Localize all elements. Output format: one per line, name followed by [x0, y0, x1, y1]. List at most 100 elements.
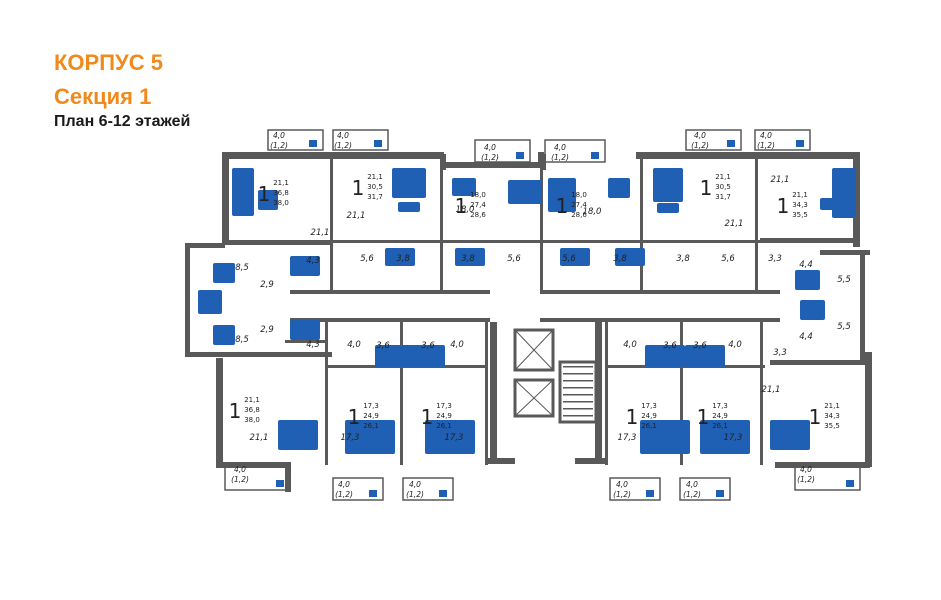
room-area: 4,4	[799, 260, 813, 270]
balcony-outline	[402, 477, 454, 501]
stair-tread	[563, 387, 593, 389]
apartment-area-value: 28,6	[571, 211, 587, 219]
balcony-chair	[374, 140, 382, 147]
room-area: 3,6	[663, 341, 677, 351]
room-area: 4,0	[728, 340, 742, 350]
room-area: 3,6	[693, 341, 707, 351]
room-area: 3,8	[613, 254, 627, 264]
balcony-reduced-area: (1,2)	[334, 141, 352, 150]
room-area: 5,5	[837, 322, 851, 332]
apartment-area-value: 24,9	[712, 412, 728, 420]
apartment-room-count: 1	[348, 405, 361, 429]
apartment-area-value: 21,1	[244, 396, 260, 404]
stair-tread	[563, 408, 593, 410]
balcony-area: 4,0	[616, 480, 628, 489]
balcony-outline	[794, 464, 861, 491]
balcony-area: 4,0	[686, 480, 698, 489]
furniture-block	[795, 270, 820, 290]
apartment-room-count: 1	[352, 176, 365, 200]
balcony-reduced-area: (1,2)	[270, 141, 288, 150]
furniture-block	[425, 420, 475, 454]
balcony-outline	[332, 477, 384, 501]
apartment-area-value: 38,0	[273, 199, 289, 207]
room-area: 3,3	[773, 348, 787, 358]
wall-segment	[222, 352, 332, 357]
stair-tread	[563, 394, 593, 396]
room-area: 4,0	[450, 340, 464, 350]
balcony-area: 4,0	[409, 480, 421, 489]
wall-segment	[440, 168, 443, 292]
room-area: 2,9	[260, 325, 274, 335]
room-area: 18,0	[456, 205, 475, 215]
room-area: 4,0	[347, 340, 361, 350]
balcony-chair	[846, 480, 854, 487]
stair-tread	[563, 373, 593, 375]
balcony-outline	[685, 129, 742, 151]
wall-segment	[575, 458, 605, 464]
apartment-area-value: 24,9	[436, 412, 452, 420]
apartment-area-value: 34,3	[792, 201, 808, 209]
furniture-block	[455, 248, 485, 266]
room-area: 3,6	[376, 341, 390, 351]
wall-segment	[185, 243, 225, 248]
apartment-area-value: 30,5	[715, 183, 731, 191]
furniture-block	[258, 190, 278, 210]
balcony-chair	[796, 140, 804, 147]
wall-segment	[860, 250, 865, 360]
room-area: 3,8	[396, 254, 410, 264]
balcony-reduced-area: (1,2)	[406, 490, 424, 499]
room-area: 5,6	[360, 254, 374, 264]
balcony-area: 4,0	[484, 143, 496, 152]
furniture-block	[560, 248, 590, 266]
balcony-area: 4,0	[338, 480, 350, 489]
wall-segment	[640, 240, 760, 243]
room-area: 8,5	[235, 335, 249, 345]
balcony-reduced-area: (1,2)	[335, 490, 353, 499]
balcony-chair	[516, 152, 524, 159]
balcony-reduced-area: (1,2)	[683, 490, 701, 499]
furniture-block	[345, 420, 395, 454]
room-area: 5,5	[837, 275, 851, 285]
balcony-area: 4,0	[760, 131, 772, 140]
apartment-area-value: 38,0	[244, 416, 260, 424]
balcony-outline	[332, 129, 389, 151]
room-area: 4,3	[306, 340, 320, 350]
apartment-area-value: 26,1	[436, 422, 452, 430]
room-area: 3,8	[676, 254, 690, 264]
apartment-area-value: 26,1	[712, 422, 728, 430]
balcony-reduced-area: (1,2)	[613, 490, 631, 499]
balcony-area: 4,0	[273, 131, 285, 140]
balcony-area: 4,0	[234, 465, 246, 474]
furniture-block	[770, 420, 810, 450]
balcony-chair	[716, 490, 724, 497]
balcony-area: 4,0	[337, 131, 349, 140]
furniture-block	[640, 420, 690, 454]
wall-segment	[755, 158, 758, 292]
balcony-outline	[267, 129, 324, 151]
wall-segment	[222, 240, 332, 245]
furniture-block	[213, 325, 235, 345]
furniture-block	[615, 248, 645, 266]
room-area: 5,6	[562, 254, 576, 264]
apartment-area-value: 30,5	[367, 183, 383, 191]
room-area: 17,3	[445, 433, 464, 443]
furniture-block	[290, 256, 320, 276]
wall-segment	[760, 320, 763, 465]
room-area: 17,3	[724, 433, 743, 443]
wall-segment	[760, 238, 860, 243]
balcony-chair	[591, 152, 599, 159]
furniture-block	[232, 168, 254, 216]
lift-shaft-mark	[514, 379, 554, 417]
furniture-block	[508, 180, 542, 204]
balcony-outline	[679, 477, 731, 501]
wall-segment	[485, 458, 515, 464]
apartment-area-value: 18,0	[571, 191, 587, 199]
furniture-block	[608, 178, 630, 198]
furniture-block	[685, 345, 725, 367]
furniture	[198, 140, 856, 497]
balcony-chair	[646, 490, 654, 497]
apartment-area-value: 27,4	[470, 201, 486, 209]
apartment-room-count: 1	[626, 405, 639, 429]
room-area: 3,8	[461, 254, 475, 264]
room-area: 17,3	[618, 433, 637, 443]
